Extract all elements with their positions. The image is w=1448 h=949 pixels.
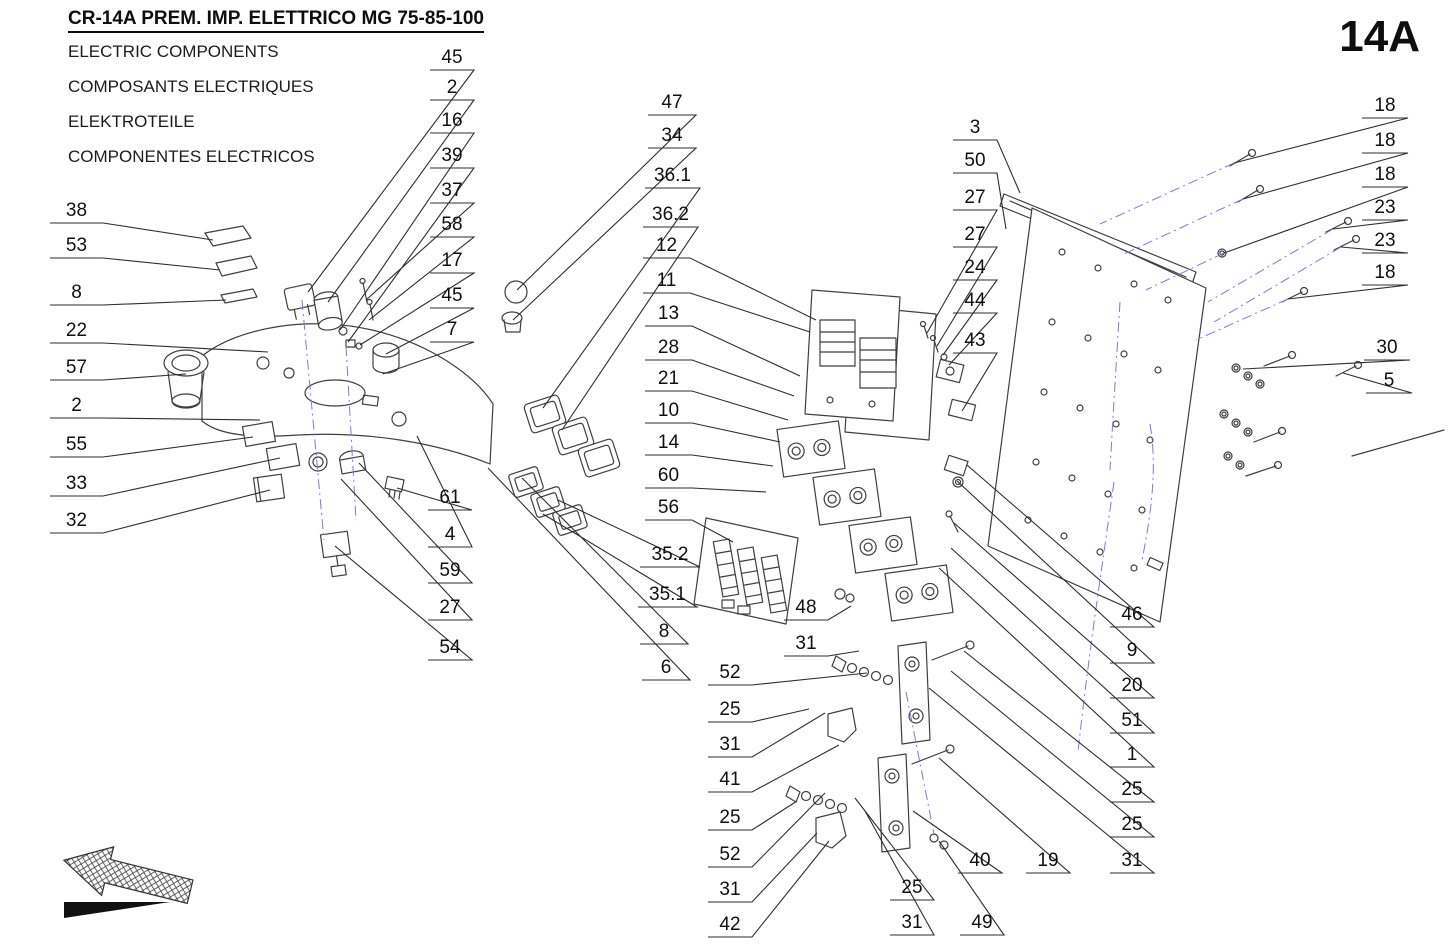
leader-line xyxy=(368,236,476,321)
leader-line xyxy=(542,513,699,608)
subtitle-english: ELECTRIC COMPONENTS xyxy=(68,42,279,61)
leader-line xyxy=(645,359,795,397)
leader-line xyxy=(516,114,698,291)
leader-line xyxy=(347,167,476,343)
leader-line xyxy=(708,792,826,868)
leader-line xyxy=(359,272,476,346)
leader-line xyxy=(938,840,1006,936)
leader-line xyxy=(708,744,840,793)
leader-line xyxy=(956,480,1156,664)
leader-line xyxy=(645,325,801,377)
leader-line xyxy=(953,172,1007,230)
leader-line xyxy=(1332,219,1409,230)
leader-line xyxy=(50,222,214,241)
leader-line xyxy=(708,832,818,903)
leader-line xyxy=(1223,186,1409,254)
leader-line xyxy=(50,373,187,381)
leader-line xyxy=(50,257,221,271)
leader-line xyxy=(1242,152,1409,200)
subtitle-spanish: COMPONENTES ELECTRICOS xyxy=(68,147,315,166)
leader-line xyxy=(928,687,1156,874)
leader-line xyxy=(708,708,810,723)
leader-line xyxy=(926,209,998,334)
callout-leader-lines xyxy=(50,69,1413,938)
leader-line xyxy=(938,567,1156,768)
leader-line xyxy=(327,99,476,303)
page-number: 14A xyxy=(1339,12,1420,61)
leader-line xyxy=(50,299,227,306)
leader-line xyxy=(512,147,698,321)
leader-line xyxy=(1233,117,1409,164)
leader-line xyxy=(938,757,1072,874)
leader-line xyxy=(645,519,734,543)
leader-line xyxy=(334,545,474,661)
leader-line xyxy=(708,840,830,938)
leader-line xyxy=(854,797,936,901)
leader-line xyxy=(365,202,476,301)
leader-line xyxy=(521,477,690,645)
leader-line xyxy=(382,341,475,375)
leader-line xyxy=(643,292,811,333)
leader-line xyxy=(643,257,817,321)
leader-line xyxy=(645,487,767,493)
leader-line xyxy=(340,478,474,621)
leader-line xyxy=(784,650,860,657)
subtitle-french: COMPOSANTS ELECTRIQUES xyxy=(68,77,314,96)
leader-line xyxy=(487,467,692,681)
leader-line xyxy=(416,435,473,548)
leader-line xyxy=(645,422,781,443)
leader-line xyxy=(963,650,1156,803)
leader-line xyxy=(1287,284,1409,300)
leader-line xyxy=(385,307,475,355)
leader-line xyxy=(950,547,1156,734)
leader-line xyxy=(561,226,700,431)
leader-line xyxy=(953,352,998,412)
leader-line xyxy=(784,605,852,621)
leader-line xyxy=(645,454,774,467)
leader-line xyxy=(645,390,789,421)
leader-line xyxy=(864,810,935,936)
leader-line xyxy=(50,417,261,421)
line-art xyxy=(163,148,1445,853)
leader-line xyxy=(339,132,476,331)
leader-line xyxy=(950,670,1156,838)
leader-line xyxy=(942,279,999,356)
leader-line xyxy=(50,457,281,497)
arrow-baseline-wedge xyxy=(64,902,170,918)
leader-line xyxy=(1340,246,1409,254)
subtitle-german: ELEKTROTEILE xyxy=(68,112,195,131)
leader-line xyxy=(396,487,473,511)
leader-line xyxy=(708,712,826,758)
leader-line xyxy=(1242,359,1411,370)
drawing-title: CR-14A PREM. IMP. ELETTRICO MG 75-85-100 xyxy=(68,8,484,33)
leader-line xyxy=(50,489,271,534)
leader-line xyxy=(953,522,1156,699)
leader-line xyxy=(966,464,1156,628)
leader-line xyxy=(948,312,999,366)
leader-line xyxy=(557,499,701,568)
prev-page-arrow-icon xyxy=(62,846,194,918)
leader-line xyxy=(1342,372,1413,394)
leader-line xyxy=(50,436,254,458)
leader-line xyxy=(542,187,702,409)
leader-line xyxy=(953,139,1021,194)
leader-line xyxy=(358,462,474,584)
leader-line xyxy=(307,69,476,293)
leader-line xyxy=(708,800,798,831)
leader-line xyxy=(708,672,868,686)
leader-line xyxy=(50,342,269,353)
alignment-dashed-lines xyxy=(301,162,1342,835)
leader-line xyxy=(912,810,1004,874)
